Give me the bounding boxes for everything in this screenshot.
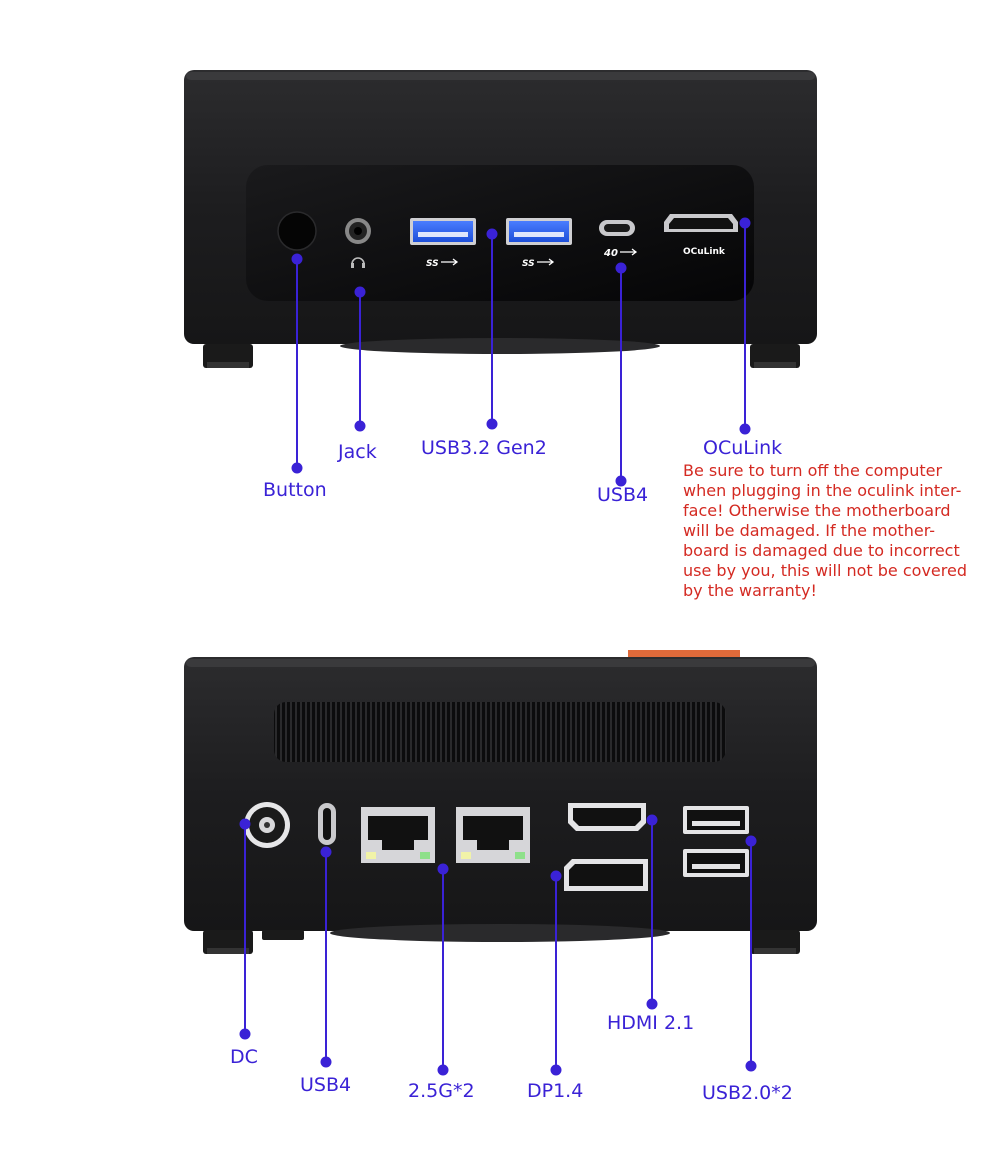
warning-line: use by you, this will not be covered (683, 561, 967, 580)
label-dp: DP1.4 (527, 1080, 584, 1102)
usb4-port-rear (318, 803, 336, 845)
rear-foot-left (203, 930, 304, 954)
label-dc: DC (230, 1046, 258, 1068)
usb32-port-2: SS (506, 218, 572, 269)
label-jack: Jack (338, 441, 377, 463)
svg-text:OCuLink: OCuLink (683, 247, 726, 257)
warning-line: by the warranty! (683, 581, 817, 600)
hdmi-port (568, 803, 646, 831)
front-foot-left (203, 344, 253, 368)
audio-jack (345, 218, 371, 268)
front-device: SS SS 40 OCuLink (184, 70, 817, 368)
front-callouts (291, 217, 751, 487)
rear-foot-right (750, 930, 800, 954)
label-usb4-rear: USB4 (300, 1074, 352, 1096)
warning-line: will be damaged. If the mother- (683, 521, 936, 540)
oculink-warning-text: Be sure to turn off the computer when pl… (683, 461, 983, 601)
warning-line: board is damaged due to incorrect (683, 541, 960, 560)
label-hdmi: HDMI 2.1 (607, 1012, 695, 1034)
front-base (340, 338, 660, 354)
dc-jack (244, 802, 290, 848)
svg-text:SS: SS (522, 259, 535, 269)
label-lan: 2.5G*2 (408, 1080, 475, 1102)
oculink-port: OCuLink (664, 214, 738, 257)
label-button: Button (263, 479, 327, 501)
power-button (277, 211, 317, 251)
label-usb32-gen2: USB3.2 Gen2 (421, 437, 547, 459)
label-oculink: OCuLink (703, 437, 783, 459)
front-glass-panel (246, 165, 754, 301)
usb4-port-front: 40 (599, 220, 638, 259)
rear-callouts (239, 814, 757, 1076)
rear-chassis (184, 657, 817, 931)
warning-line: when plugging in the oculink inter- (683, 481, 962, 500)
svg-text:40: 40 (603, 248, 618, 259)
displayport-port (564, 859, 648, 891)
warning-line: Be sure to turn off the computer (683, 461, 943, 480)
usb20-port-2 (683, 849, 749, 877)
label-usb20: USB2.0*2 (702, 1082, 793, 1104)
rear-base (330, 924, 670, 942)
svg-text:SS: SS (426, 259, 439, 269)
ethernet-port-2 (456, 807, 530, 863)
ethernet-port-1 (361, 807, 435, 863)
label-usb4-front: USB4 (597, 484, 649, 506)
front-foot-right (750, 344, 800, 368)
usb20-port-1 (683, 806, 749, 834)
rear-device (184, 650, 817, 954)
usb32-port-1: SS (410, 218, 476, 269)
vent-grille (274, 702, 726, 762)
warning-line: face! Otherwise the motherboard (683, 501, 951, 520)
